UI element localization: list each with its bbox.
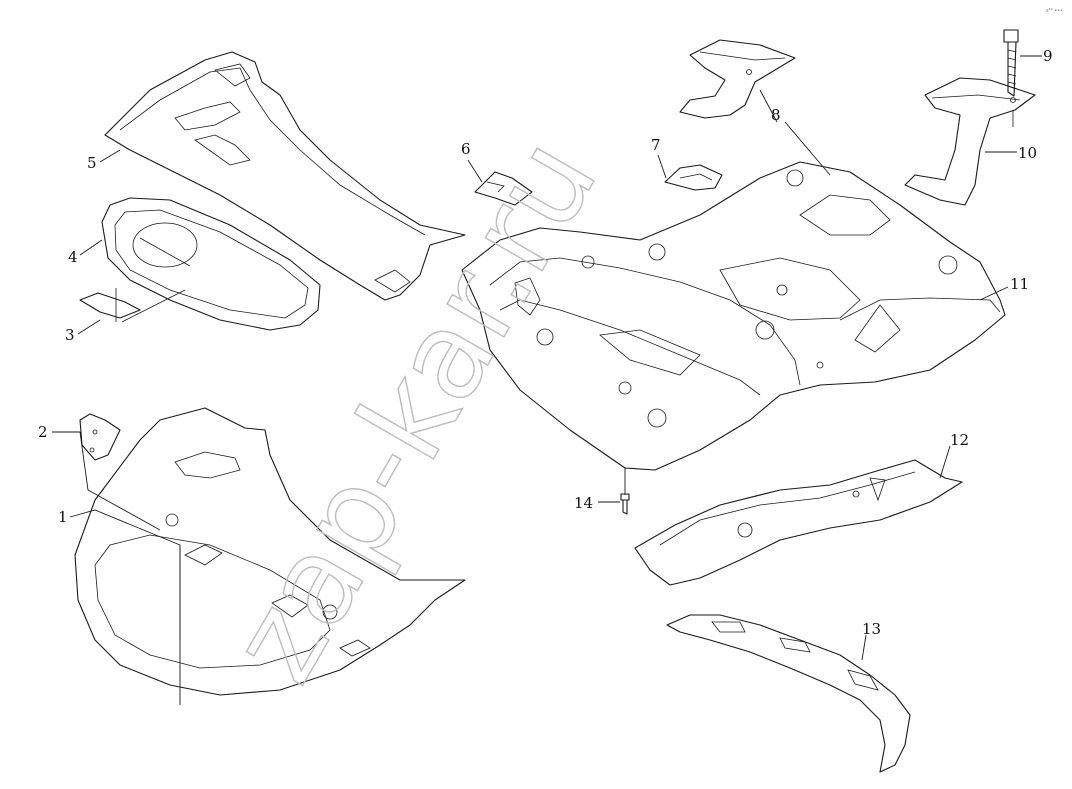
leader-6 <box>467 159 483 183</box>
part-8-bracket[interactable] <box>679 39 796 119</box>
callout-10: 10 <box>1018 144 1037 162</box>
callout-9: 9 <box>1043 47 1053 65</box>
watermark-text: zap-kar.ru <box>205 116 625 704</box>
leader-13 <box>861 634 867 661</box>
callout-labels: 1 2 3 4 5 6 7 8 9 10 11 12 13 14 <box>38 47 1053 638</box>
part-4-pad[interactable] <box>101 197 321 331</box>
callout-12: 12 <box>950 431 969 449</box>
callout-13: 13 <box>862 620 881 638</box>
part-14-bolt[interactable] <box>620 493 630 515</box>
part-12-rail[interactable] <box>634 459 963 586</box>
part-2-bracket[interactable] <box>79 413 121 461</box>
leader-5 <box>99 149 121 163</box>
leader-1 <box>69 509 181 705</box>
leader-12 <box>939 445 951 479</box>
part-6-clip[interactable] <box>474 171 533 206</box>
part-13-rail[interactable] <box>666 614 911 773</box>
callout-11: 11 <box>1010 275 1029 293</box>
leader-4 <box>79 239 103 256</box>
callout-2: 2 <box>38 423 48 441</box>
part-3-bracket[interactable] <box>79 288 186 323</box>
part-5-shield[interactable] <box>104 51 466 301</box>
callout-3: 3 <box>65 326 75 344</box>
leader-11 <box>979 286 1009 301</box>
leader-8 <box>759 89 831 176</box>
leader-2 <box>52 431 161 531</box>
corner-mark: s¹³ ••• <box>1046 8 1063 14</box>
part-11-skid-plate[interactable] <box>461 161 1006 471</box>
callout-5: 5 <box>87 154 97 172</box>
callout-14: 14 <box>574 494 593 512</box>
leader-3 <box>77 319 101 335</box>
callout-8: 8 <box>771 106 781 124</box>
callout-4: 4 <box>68 248 78 266</box>
callout-7: 7 <box>651 136 661 154</box>
part-9-bolt[interactable] <box>1003 29 1019 97</box>
leader-14 <box>598 468 626 503</box>
part-7-clip[interactable] <box>664 164 723 191</box>
leader-lines <box>52 55 1042 705</box>
callout-6: 6 <box>461 140 471 158</box>
part-10-bracket[interactable] <box>904 77 1036 206</box>
callout-1: 1 <box>58 508 68 526</box>
leader-7 <box>657 154 667 179</box>
